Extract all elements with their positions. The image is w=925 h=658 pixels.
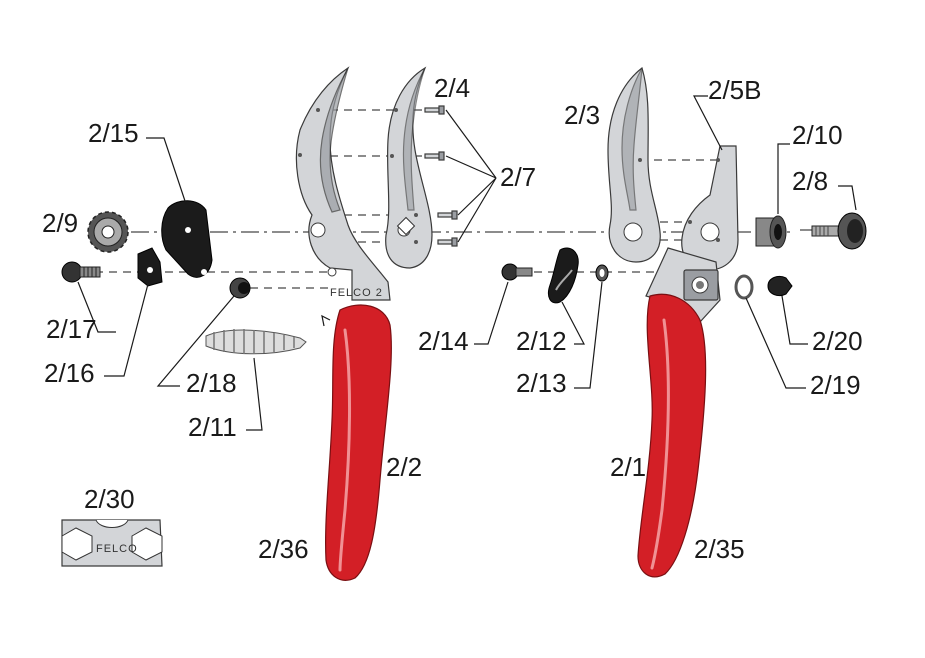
part-2-8-bolt [811, 212, 867, 250]
part-2-5B-counter-blade [681, 145, 739, 271]
part-2-16-cam [137, 247, 163, 287]
label-2-12: 2/12 [516, 326, 567, 356]
label-2-9: 2/9 [42, 208, 78, 238]
part-2-1-upper-handle [637, 247, 721, 578]
label-2-30: 2/30 [84, 484, 135, 514]
part-2-18-nut [229, 277, 251, 299]
part-2-12-sap-groove [547, 247, 579, 304]
label-2-17: 2/17 [46, 314, 97, 344]
part-2-17-bolt [61, 261, 101, 283]
label-2-15: 2/15 [88, 118, 139, 148]
label-2-1: 2/1 [610, 452, 646, 482]
label-2-11: 2/11 [188, 412, 237, 442]
label-2-20: 2/20 [812, 326, 863, 356]
part-2-2-lower-handle: FELCO 2 [295, 66, 392, 581]
label-2-19: 2/19 [810, 370, 861, 400]
label-2-10: 2/10 [792, 120, 843, 150]
part-2-4-anvil-blade [385, 66, 433, 269]
label-2-5B: 2/5B [708, 75, 762, 105]
label-2-18: 2/18 [186, 368, 237, 398]
label-2-7: 2/7 [500, 162, 536, 192]
part-labels: 2/4 2/5B 2/3 2/15 2/10 2/7 2/8 2/9 2/17 … [42, 73, 863, 564]
label-2-3: 2/3 [564, 100, 600, 130]
part-2-14-screw [501, 263, 533, 281]
handle-stamp: FELCO 2 [330, 287, 383, 299]
part-2-30-wrench: FELCO [61, 519, 163, 567]
wrench-brand-stamp: FELCO [96, 543, 138, 555]
label-2-2: 2/2 [386, 452, 422, 482]
label-2-36: 2/36 [258, 534, 309, 564]
part-2-10-bush [755, 215, 787, 249]
part-2-11-spring [205, 329, 307, 355]
part-2-20-nut [767, 275, 793, 297]
label-2-35: 2/35 [694, 534, 745, 564]
label-2-4: 2/4 [434, 73, 470, 103]
part-2-9-gear [87, 211, 129, 253]
part-2-13-washer [595, 264, 609, 282]
leader-lines [77, 95, 857, 431]
label-2-14: 2/14 [418, 326, 469, 356]
label-2-13: 2/13 [516, 368, 567, 398]
part-2-3-cutting-blade [607, 66, 661, 263]
label-2-16: 2/16 [44, 358, 95, 388]
part-2-15-plate [161, 200, 213, 278]
part-2-19-ring [734, 274, 754, 300]
part-2-7-screws [424, 105, 458, 247]
label-2-8: 2/8 [792, 166, 828, 196]
